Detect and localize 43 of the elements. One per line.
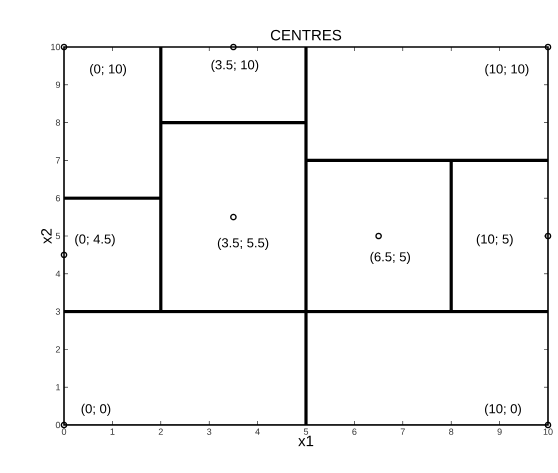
x-axis-title: x1 (298, 436, 314, 446)
point (544, 44, 552, 50)
y-tick-label: 3 (56, 308, 60, 315)
point-label: (10; 5) (476, 234, 513, 246)
x-tick-label: 9 (498, 428, 502, 435)
x-tick-label: 4 (255, 428, 260, 435)
point-label: (3.5; 10) (211, 60, 258, 72)
x-tick-label: 8 (449, 428, 454, 435)
y-tick-label: 9 (56, 82, 60, 88)
y-tick-label: 1 (56, 384, 60, 390)
point (544, 422, 552, 428)
x-tick-label: 3 (207, 428, 212, 435)
y-tick-label: 10 (51, 44, 60, 50)
point (375, 232, 382, 240)
point (544, 232, 552, 240)
y-tick-label: 0 (56, 422, 60, 428)
point-label: (6.5; 5) (370, 252, 410, 264)
y-tick-label: 2 (56, 346, 60, 353)
x-tick-label: 10 (544, 428, 553, 435)
x-tick-label: 5 (304, 428, 308, 435)
y-tick-label: 8 (56, 119, 60, 126)
x-tick-label: 7 (400, 428, 405, 435)
point-label: (10; 0) (485, 404, 521, 416)
y-tick-label: 4 (56, 270, 60, 277)
point-label: (0; 10) (90, 64, 126, 76)
x-tick-label: 1 (110, 428, 114, 435)
point (60, 252, 68, 258)
point (60, 422, 68, 428)
chart-title: CENTRES (270, 30, 342, 40)
y-tick-label: 7 (56, 157, 60, 164)
point-label: (3.5; 5.5) (218, 238, 268, 250)
point (230, 214, 237, 220)
point (230, 44, 237, 50)
x-tick-label: 0 (62, 428, 66, 435)
x-tick-label: 2 (158, 428, 163, 435)
x-tick-label: 6 (352, 428, 357, 435)
y-tick-label: 5 (56, 232, 60, 240)
point-label: (10; 10) (485, 64, 528, 76)
y-tick-label: 6 (56, 195, 60, 202)
y-axis-title: x2 (41, 228, 52, 244)
point (60, 44, 68, 50)
point-label: (0; 0) (82, 404, 110, 416)
point-label: (0; 4.5) (75, 234, 115, 246)
